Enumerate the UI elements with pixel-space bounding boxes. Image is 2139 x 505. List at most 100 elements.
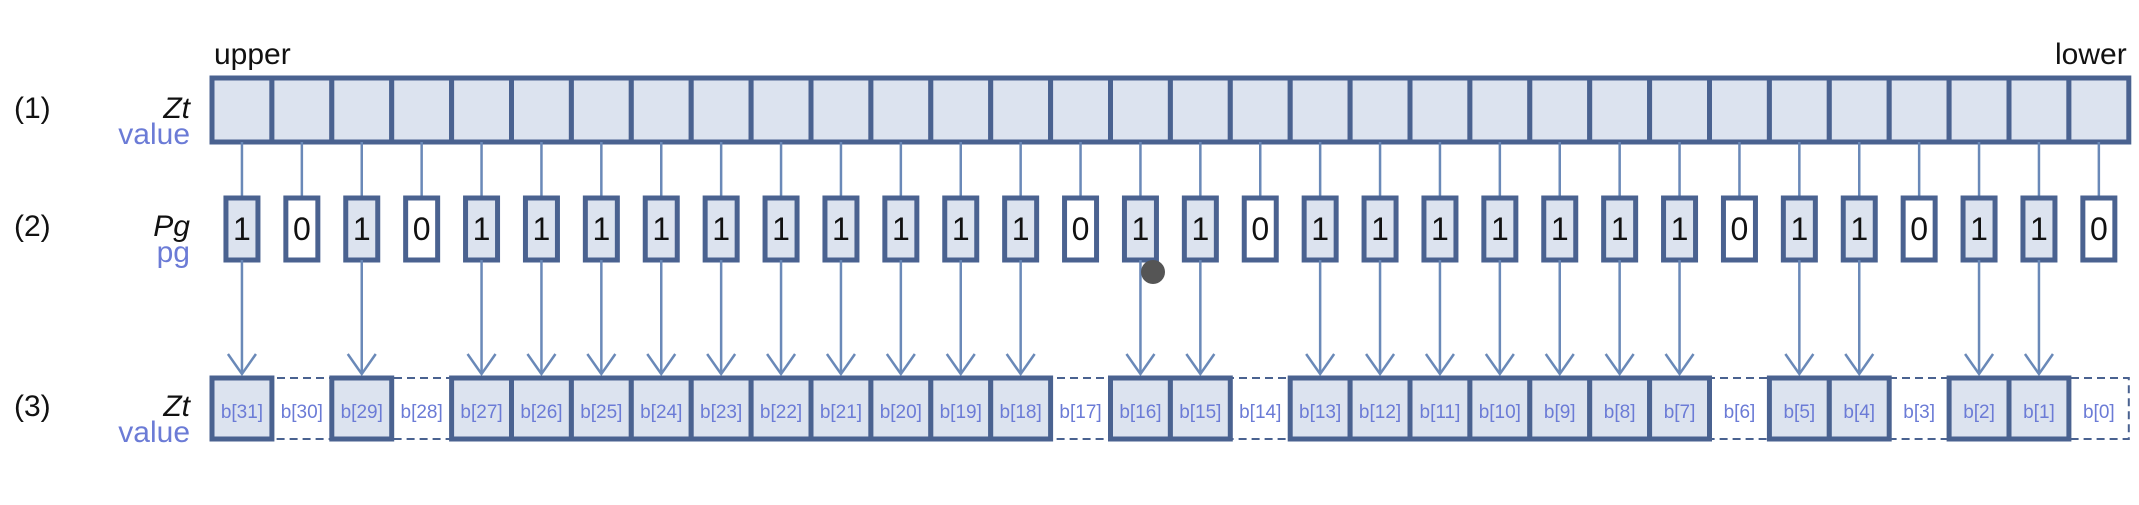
arrow-head-icon [885, 353, 916, 377]
arrow-head-icon [1784, 353, 1815, 377]
result-cell-active [1587, 375, 1653, 442]
predicate-bit: 1 [1371, 211, 1389, 247]
result-cell-label: b[15] [1179, 402, 1221, 423]
predicate-bit: 0 [2090, 211, 2108, 247]
arrow-head-icon [1604, 353, 1635, 377]
arrow-head-icon [1005, 353, 1036, 377]
predicate-bit: 1 [952, 211, 970, 247]
predicate-bit: 1 [1850, 211, 1868, 247]
predicate-box [1840, 195, 1878, 263]
source-cell [1167, 75, 1233, 145]
source-cell [808, 75, 874, 145]
predicate-bit: 1 [353, 211, 371, 247]
source-cell [1886, 75, 1952, 145]
result-cell-label: b[11] [1420, 402, 1461, 423]
predicate-box [1301, 195, 1339, 263]
arrow-head-icon [2023, 353, 2054, 377]
source-cell [748, 75, 814, 145]
result-cell-active [509, 375, 574, 442]
predicate-bit: 1 [1970, 211, 1988, 247]
predicate-box [1601, 195, 1639, 263]
predicate-bit: 0 [1731, 211, 1749, 247]
arrow-head-icon [526, 353, 557, 377]
arrow-head-icon [226, 353, 257, 377]
predicate-bit: 1 [772, 211, 790, 247]
source-cell [1647, 75, 1712, 145]
result-cell-active [2006, 375, 2072, 442]
result-cell-active [988, 375, 1054, 442]
arrow-head-icon [646, 353, 677, 377]
row-2-index: (2) [14, 210, 51, 243]
result-cell-label: b[10] [1479, 402, 1521, 423]
result-cell-label: b[17] [1059, 402, 1101, 423]
result-cell-label: b[21] [820, 402, 862, 423]
arrow-head-icon [1964, 353, 1995, 377]
predicate-box [1900, 195, 1938, 263]
predicate-bit: 0 [293, 211, 311, 247]
predicate-bit: 1 [832, 211, 850, 247]
result-cell-label: b[27] [460, 402, 502, 423]
result-cell-label: b[31] [221, 402, 263, 423]
row-3-name: Zt [163, 390, 190, 423]
arrow-head-icon [1185, 353, 1216, 377]
result-cell-active [1108, 375, 1173, 442]
predicate-bit: 1 [892, 211, 910, 247]
source-cell [209, 75, 275, 145]
predicate-bit: 1 [473, 211, 491, 247]
source-cell [1287, 75, 1353, 145]
predicate-bit: 1 [1551, 211, 1569, 247]
result-cell-active [1167, 375, 1233, 442]
predicate-box [1241, 195, 1279, 263]
predicate-bit: 1 [1491, 211, 1509, 247]
predicate-bit: 0 [1072, 211, 1090, 247]
predicate-box [642, 195, 680, 263]
predicate-box [1062, 195, 1100, 263]
arrow-head-icon [1664, 353, 1695, 377]
predicate-box [1960, 195, 1998, 263]
result-cell-label: b[0] [2083, 402, 2115, 423]
result-cell-active [329, 375, 395, 442]
arrow-head-icon [945, 353, 976, 377]
result-cell-label: b[14] [1239, 402, 1281, 423]
predicate-bit: 1 [1012, 211, 1030, 247]
end-label-lower: lower [2055, 38, 2127, 71]
result-cell-label: b[28] [401, 402, 443, 423]
source-cell [509, 75, 574, 145]
source-cell [449, 75, 515, 145]
predicate-bit: 1 [2030, 211, 2048, 247]
source-cell [1407, 75, 1473, 145]
result-cell-label: b[4] [1843, 402, 1875, 423]
arrow-head-icon [766, 353, 797, 377]
source-cell [1048, 75, 1113, 145]
predicate-bit: 1 [1132, 211, 1150, 247]
result-cell-active [868, 375, 934, 442]
source-cell [269, 75, 335, 145]
result-cell-active [928, 375, 994, 442]
row-1-index: (1) [14, 92, 51, 125]
source-cell [2006, 75, 2072, 145]
predicate-bit: 1 [1311, 211, 1329, 247]
result-cell-active [1946, 375, 2012, 442]
result-cell-label: b[23] [700, 402, 742, 423]
source-cell [688, 75, 754, 145]
predicate-bit: 1 [233, 211, 251, 247]
source-cell [868, 75, 934, 145]
source-cell [568, 75, 634, 145]
result-cell-active [1647, 375, 1712, 442]
result-cell-active [748, 375, 814, 442]
result-cell-label: b[7] [1664, 402, 1696, 423]
arrow-head-icon [1544, 353, 1575, 377]
source-cell [1826, 75, 1892, 145]
arrow-head-icon [1305, 353, 1336, 377]
source-cell [2066, 75, 2132, 145]
source-cell [1707, 75, 1772, 145]
predicate-bit: 1 [1431, 211, 1449, 247]
predicate-box [2080, 195, 2118, 263]
predicate-box [403, 195, 441, 263]
predicate-bit: 0 [1251, 211, 1269, 247]
source-cell [1946, 75, 2012, 145]
arrow-head-icon [825, 353, 856, 377]
source-cell [389, 75, 455, 145]
source-cell [1766, 75, 1832, 145]
